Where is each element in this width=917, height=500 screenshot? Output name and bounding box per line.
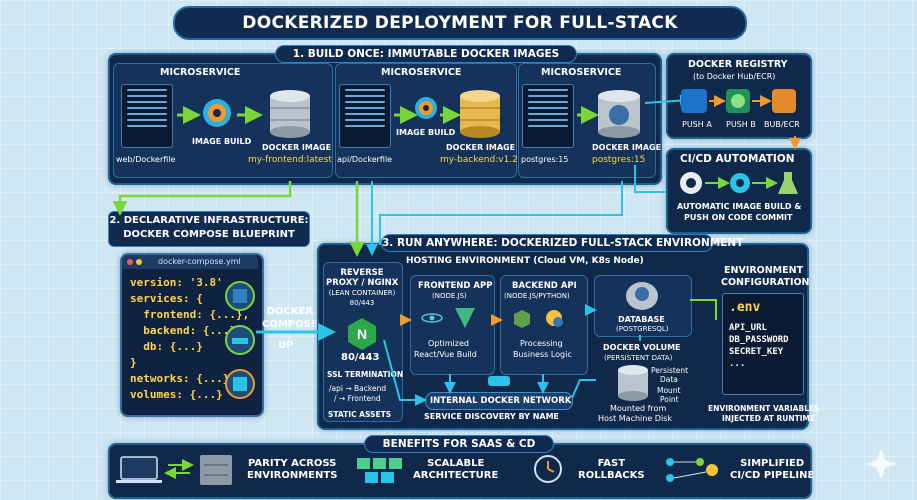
volume-note: Mount bbox=[657, 386, 681, 395]
benefit-text: ENVIRONMENTS bbox=[247, 470, 338, 481]
cicd-title: CI/CD AUTOMATION bbox=[680, 153, 795, 165]
docker-image-label: DOCKER IMAGE bbox=[592, 143, 662, 152]
env-variables: API_URL DB_PASSWORD SECRET_KEY ... bbox=[729, 323, 789, 369]
env-footer: INJECTED AT RUNTIME bbox=[722, 414, 816, 423]
dockerfile-label: postgres:15 bbox=[521, 155, 569, 164]
env-footer: ENVIRONMENT VARIABLES bbox=[708, 404, 820, 413]
docker-image-tag: my-frontend:latest bbox=[248, 155, 332, 165]
proxy-text: (LEAN CONTAINER) bbox=[328, 289, 396, 297]
frontend-label: FRONTEND APP bbox=[418, 281, 493, 291]
benefits-title: BENEFITS FOR SAAS & CD bbox=[364, 435, 554, 453]
microservice-heading: MICROSERVICE bbox=[160, 67, 241, 78]
registry-title: DOCKER REGISTRY bbox=[688, 59, 788, 70]
benefit-text: PARITY ACROSS bbox=[248, 458, 337, 469]
ssl-label: SSL TERMINATION bbox=[327, 370, 404, 379]
compose-up-text: UP bbox=[278, 340, 294, 351]
compose-yaml: version: '3.8' services: { frontend: {..… bbox=[130, 276, 250, 401]
benefit-text: SIMPLIFIED bbox=[740, 458, 805, 469]
internal-network-label: INTERNAL DOCKER NETWORK bbox=[430, 396, 572, 406]
dockerfile-icon bbox=[522, 84, 574, 148]
docker-image-tag: postgres:15 bbox=[592, 155, 646, 165]
page-title: DOCKERIZED DEPLOYMENT FOR FULL-STACK APP… bbox=[173, 6, 747, 63]
cicd-description: PUSH ON CODE COMMIT bbox=[684, 213, 793, 222]
editor-titlebar bbox=[122, 255, 258, 269]
push-a-label: PUSH A bbox=[682, 120, 712, 129]
benefit-text: FAST bbox=[597, 458, 626, 469]
proxy-text: PROXY / NGINX bbox=[326, 278, 399, 288]
volume-label: DOCKER VOLUME bbox=[603, 343, 681, 352]
route-label: / → Frontend bbox=[334, 394, 381, 403]
benefit-text: SCALABLE bbox=[427, 458, 485, 469]
image-build-label: IMAGE BUILD bbox=[396, 128, 456, 137]
microservice-heading: MICROSERVICE bbox=[381, 67, 462, 78]
compose-filename: docker-compose.yml bbox=[158, 257, 241, 266]
window-dot-icon bbox=[127, 259, 133, 265]
docker-image-label: DOCKER IMAGE bbox=[446, 143, 516, 152]
registry-subtitle: (to Docker Hub/ECR) bbox=[693, 72, 776, 81]
frontend-desc: Optimized bbox=[428, 339, 469, 348]
backend-desc: Processing bbox=[520, 339, 563, 348]
volume-label: (PERSISTENT DATA) bbox=[604, 354, 673, 362]
compose-title-line: DOCKER COMPOSE BLUEPRINT bbox=[123, 229, 295, 240]
compose-up-label: DOCKER COMPOSE bbox=[262, 305, 318, 331]
volume-note: Point bbox=[660, 395, 679, 404]
dockerfile-icon bbox=[121, 84, 173, 148]
benefit-text: ROLLBACKS bbox=[578, 470, 645, 481]
volume-host: Mounted from bbox=[610, 404, 667, 413]
database-label: DATABASE bbox=[618, 315, 665, 324]
database-label: (POSTGRESQL) bbox=[616, 325, 669, 333]
route-label: /api → Backend bbox=[329, 384, 387, 393]
docker-image-tag: my-backend:v1.2 bbox=[440, 155, 518, 165]
backend-label: (NODE.JS/PYTHON) bbox=[504, 292, 570, 300]
env-file-name: .env bbox=[729, 300, 761, 315]
volume-note: Data bbox=[660, 375, 678, 384]
volume-host: Host Machine Disk bbox=[598, 414, 672, 423]
static-assets-label: STATIC ASSETS bbox=[328, 410, 392, 419]
compose-up-text: COMPOSE bbox=[262, 319, 318, 330]
backend-desc: Business Logic bbox=[513, 350, 572, 359]
volume-note: Persistent bbox=[651, 366, 689, 375]
hosting-label: HOSTING ENVIRONMENT (Cloud VM, K8s Node) bbox=[406, 256, 644, 266]
proxy-text: 80/443 bbox=[349, 299, 375, 307]
env-config-title: ENVIRONMENT bbox=[724, 265, 804, 276]
service-discovery-label: SERVICE DISCOVERY BY NAME bbox=[424, 412, 560, 421]
compose-up-text: DOCKER bbox=[266, 306, 314, 317]
proxy-text: REVERSE bbox=[340, 268, 384, 278]
runtime-section-title: 3. RUN ANYWHERE: DOCKERIZED FULL-STACK E… bbox=[381, 234, 743, 252]
proxy-port: 80/443 bbox=[341, 352, 380, 363]
backend-label: BACKEND API bbox=[512, 281, 577, 291]
proxy-label: REVERSE PROXY / NGINX (LEAN CONTAINER) 8… bbox=[326, 268, 398, 308]
cicd-description: AUTOMATIC IMAGE BUILD & bbox=[677, 202, 802, 211]
dockerfile-label: web/Dockerfile bbox=[116, 155, 176, 164]
docker-image-label: DOCKER IMAGE bbox=[262, 143, 332, 152]
dockerfile-icon bbox=[339, 84, 391, 148]
dockerfile-label: api/Dockerfile bbox=[337, 155, 393, 164]
frontend-label: (NODE.JS) bbox=[432, 292, 467, 300]
push-b-label: PUSH B bbox=[726, 120, 756, 129]
env-file-card bbox=[722, 293, 804, 395]
build-section-title: 1. BUILD ONCE: IMMUTABLE DOCKER IMAGES bbox=[275, 45, 577, 63]
benefit-text: ARCHITECTURE bbox=[413, 470, 499, 481]
compose-section-title: 2. DECLARATIVE INFRASTRUCTURE: DOCKER CO… bbox=[108, 211, 310, 247]
benefit-text: CI/CD PIPELINE bbox=[730, 470, 815, 481]
env-config-title: CONFIGURATION bbox=[721, 277, 810, 288]
frontend-desc: React/Vue Build bbox=[414, 350, 477, 359]
frontend-container bbox=[410, 275, 495, 375]
window-dot-icon bbox=[136, 259, 142, 265]
push-c-label: BUB/ECR bbox=[764, 120, 800, 129]
microservice-heading: MICROSERVICE bbox=[541, 67, 622, 78]
image-build-label: IMAGE BUILD bbox=[192, 137, 252, 146]
compose-title-line: 2. DECLARATIVE INFRASTRUCTURE: bbox=[109, 215, 309, 226]
